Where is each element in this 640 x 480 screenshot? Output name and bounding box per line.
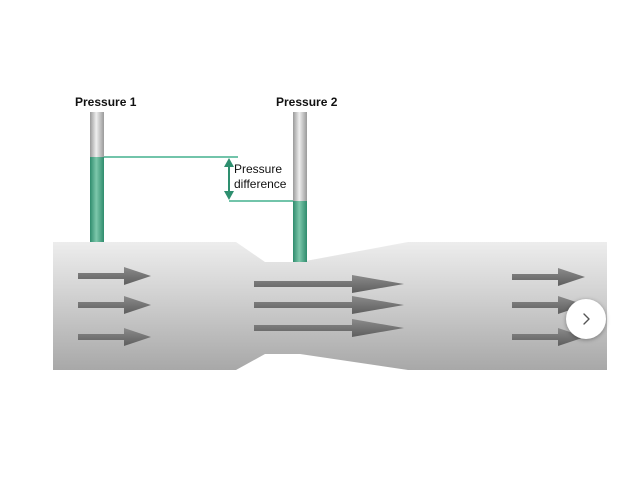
pressure-2-label: Pressure 2 bbox=[276, 95, 338, 109]
next-button[interactable] bbox=[566, 299, 606, 339]
pressure-1-label: Pressure 1 bbox=[75, 95, 137, 109]
pressure-difference-arrow bbox=[224, 158, 234, 200]
fluid-column-2 bbox=[293, 201, 307, 262]
pressure-tube-1 bbox=[90, 112, 104, 242]
flow-arrow bbox=[254, 296, 404, 314]
flow-arrow bbox=[512, 328, 585, 346]
flow-arrow bbox=[254, 275, 404, 293]
pressure-difference-label: Pressure difference bbox=[234, 162, 286, 192]
flow-arrow bbox=[512, 268, 585, 286]
fluid-column-1 bbox=[90, 157, 104, 242]
throat-flow-arrows bbox=[254, 275, 404, 337]
inlet-flow-arrows bbox=[78, 267, 151, 346]
pressure-difference-line-2: difference bbox=[234, 177, 287, 191]
outlet-flow-arrows bbox=[512, 268, 585, 346]
pressure-difference-line-1: Pressure bbox=[234, 162, 283, 176]
flow-arrow bbox=[78, 328, 151, 346]
chevron-right-icon bbox=[583, 313, 590, 325]
flow-arrow bbox=[78, 267, 151, 285]
flow-arrow bbox=[254, 319, 404, 337]
flow-arrow bbox=[512, 296, 585, 314]
pressure-tube-2 bbox=[293, 112, 307, 262]
flow-arrow bbox=[78, 296, 151, 314]
